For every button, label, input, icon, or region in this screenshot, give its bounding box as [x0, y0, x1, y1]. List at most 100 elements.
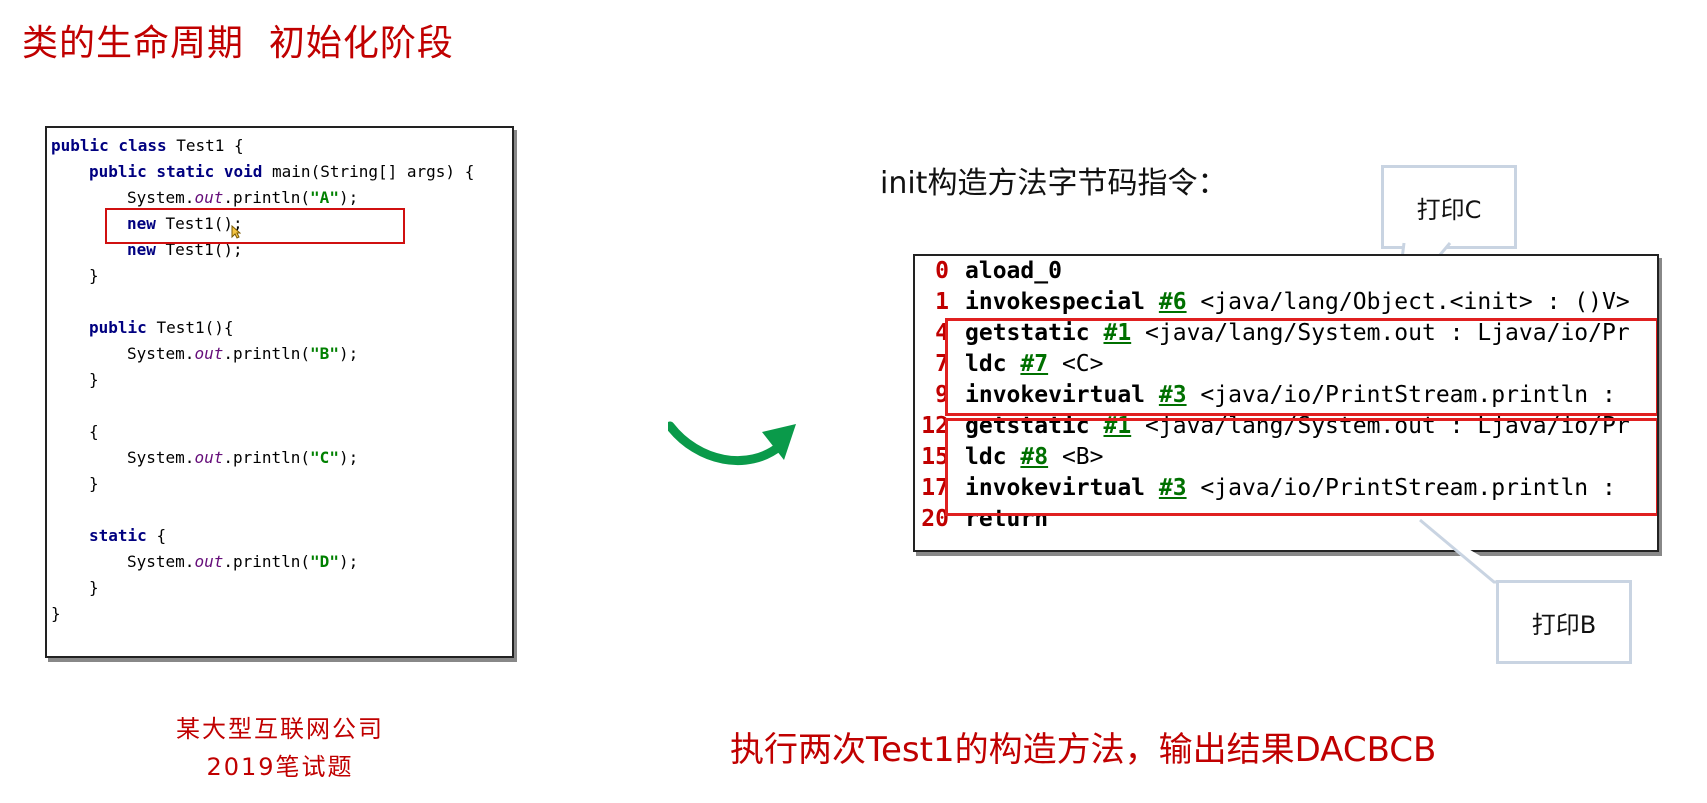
code-line: static { — [89, 526, 166, 546]
java-code-panel: public class Test1 { public static void m… — [45, 126, 514, 658]
bytecode-operand-desc: <java/io/PrintStream.println : — [1186, 382, 1616, 408]
code-token: { — [89, 422, 99, 441]
highlight-box-print-c — [945, 318, 1657, 416]
code-line: new Test1(); — [127, 214, 243, 234]
code-token: Test1(); — [165, 240, 243, 259]
bytecode-opcode: aload_0 — [965, 258, 1062, 284]
code-token: Test1 { — [176, 136, 244, 155]
code-line: } — [89, 474, 99, 494]
code-token: public class — [51, 136, 177, 155]
bytecode-offset: 12 — [921, 413, 949, 439]
code-token: } — [51, 604, 61, 623]
callout-print-b: 打印B — [1496, 580, 1632, 664]
code-token: out — [194, 188, 224, 207]
code-token: "B" — [310, 344, 339, 363]
code-token: "D" — [310, 552, 339, 571]
bytecode-instruction: ldc #8 <B> — [965, 441, 1104, 473]
constant-pool-ref-link[interactable]: #3 — [1158, 475, 1187, 501]
bytecode-instruction: invokespecial #6 <java/lang/Object.<init… — [965, 286, 1630, 318]
code-token: System. — [127, 188, 195, 207]
code-token: out — [194, 552, 224, 571]
bytecode-offset: 1 — [935, 289, 949, 315]
bytecode-opcode: invokevirtual — [965, 475, 1146, 501]
code-token: .println( — [223, 188, 311, 207]
bytecode-operand-desc: <C> — [1048, 351, 1104, 377]
code-line: } — [89, 370, 99, 390]
constant-pool-ref-link[interactable]: #6 — [1158, 289, 1187, 315]
slide-title: 类的生命周期 初始化阶段 — [22, 23, 454, 64]
code-token: } — [89, 370, 99, 389]
bytecode-row: 15 ldc #8 <B> — [915, 441, 1657, 473]
callout-print-c-label: 打印C — [1416, 195, 1482, 224]
bytecode-instruction: getstatic #1 <java/lang/System.out : Lja… — [965, 317, 1630, 349]
code-line: System.out.println("D"); — [127, 552, 358, 572]
bytecode-operand-desc: <java/lang/System.out : Ljava/io/Pr — [1131, 320, 1630, 346]
constant-pool-ref-link[interactable]: #7 — [1020, 351, 1049, 377]
highlight-box-new-test1 — [105, 208, 405, 244]
bytecode-instruction: aload_0 — [965, 256, 1062, 287]
bytecode-offset: 15 — [921, 444, 949, 470]
bytecode-instruction: return — [965, 503, 1048, 535]
code-token: Test1(){ — [156, 318, 234, 337]
bytecode-opcode: invokespecial — [965, 289, 1146, 315]
code-token: } — [89, 578, 99, 597]
bytecode-offset: 20 — [921, 506, 949, 532]
bytecode-instruction: getstatic #1 <java/lang/System.out : Lja… — [965, 410, 1630, 442]
code-token: new — [127, 240, 166, 259]
bytecode-offset: 7 — [935, 351, 949, 377]
code-token: ); — [338, 344, 359, 363]
code-token: } — [89, 266, 99, 285]
code-token: ); — [338, 552, 359, 571]
bytecode-instruction: ldc #7 <C> — [965, 348, 1104, 380]
bytecode-panel: 0 aload_0 1 invokespecial #6 <java/lang/Obj… — [913, 254, 1659, 552]
bytecode-offset: 9 — [935, 382, 949, 408]
code-token: System. — [127, 552, 195, 571]
bytecode-operand-desc: <java/lang/Object.<init> : ()V> — [1186, 289, 1630, 315]
bytecode-row: 12 getstatic #1 <java/lang/System.out : L… — [915, 410, 1657, 442]
code-token: .println( — [223, 552, 311, 571]
highlight-box-print-b — [945, 418, 1657, 516]
bytecode-row: 0 aload_0 — [915, 256, 1657, 287]
code-line: new Test1(); — [127, 240, 243, 260]
bytecode-offset: 0 — [935, 258, 949, 284]
callout-print-c: 打印C — [1381, 165, 1517, 249]
code-line: System.out.println("A"); — [127, 188, 358, 208]
mouse-cursor-icon — [231, 225, 241, 239]
code-token: static — [89, 526, 157, 545]
bytecode-opcode: ldc — [965, 351, 1007, 377]
bytecode-opcode: return — [965, 506, 1049, 532]
code-token: ); — [338, 448, 359, 467]
bytecode-opcode: getstatic — [965, 320, 1090, 346]
bytecode-row: 20 return — [915, 503, 1657, 535]
constant-pool-ref-link[interactable]: #3 — [1158, 382, 1187, 408]
green-arrow-icon — [668, 421, 796, 465]
bytecode-offset: 17 — [921, 475, 949, 501]
code-token: } — [89, 474, 99, 493]
code-line: } — [51, 604, 61, 624]
code-token: { — [156, 526, 167, 545]
code-line: System.out.println("C"); — [127, 448, 358, 468]
constant-pool-ref-link[interactable]: #1 — [1103, 320, 1132, 346]
bytecode-row: 4 getstatic #1 <java/lang/System.out : Lj… — [915, 317, 1657, 349]
code-line: public Test1(){ — [89, 318, 234, 338]
code-line: public class Test1 { — [51, 136, 244, 156]
constant-pool-ref-link[interactable]: #1 — [1103, 413, 1132, 439]
bytecode-opcode: getstatic — [965, 413, 1090, 439]
code-token: Test1(); — [165, 214, 243, 233]
callout-print-b-label: 打印B — [1531, 610, 1597, 639]
caption-exam-source: 某大型互联网公司 2019笔试题 — [150, 710, 410, 786]
code-token: public static void — [89, 162, 273, 181]
code-token: out — [194, 448, 224, 467]
code-token: "A" — [310, 188, 339, 207]
bytecode-offset: 4 — [935, 320, 949, 346]
bytecode-opcode: ldc — [965, 444, 1007, 470]
code-line: } — [89, 266, 99, 286]
code-line: { — [89, 422, 99, 442]
callout-tail-bottom — [1419, 518, 1524, 584]
bytecode-instruction: invokevirtual #3 <java/io/PrintStream.pr… — [965, 472, 1616, 504]
caption-line-year: 2019笔试题 — [206, 753, 354, 781]
constant-pool-ref-link[interactable]: #8 — [1020, 444, 1049, 470]
code-token: System. — [127, 344, 195, 363]
code-token: main(String[] args) { — [272, 162, 475, 181]
